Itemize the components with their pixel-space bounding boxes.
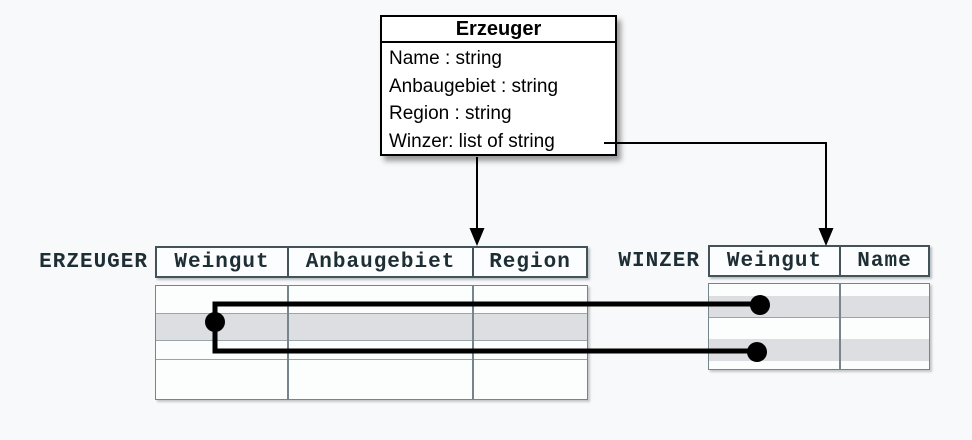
erzeuger-table-body [155, 285, 588, 400]
class-title: Erzeuger [382, 17, 615, 43]
class-attribute-winzer: Winzer: list of string [389, 130, 555, 152]
column-divider [839, 284, 841, 369]
class-attribute-region: Region : string [389, 103, 512, 124]
arrow-line-to-winzer [604, 142, 827, 230]
erzeuger-col-anbaugebiet: Anbaugebiet [289, 248, 474, 276]
winzer-table-label: WINZER [618, 249, 700, 273]
winzer-col-weingut: Weingut [710, 247, 841, 275]
erzeuger-col-weingut: Weingut [157, 248, 289, 276]
winzer-table-body [708, 283, 930, 370]
class-attribute-list: Name : string Anbaugebiet : string Regio… [382, 43, 615, 155]
erzeuger-table-header: Weingut Anbaugebiet Region [155, 246, 588, 278]
row-divider [156, 313, 587, 314]
arrowhead-to-winzer [818, 228, 834, 246]
row-divider [709, 317, 929, 318]
winzer-shaded-row [709, 296, 929, 317]
row-divider [156, 359, 587, 360]
erzeuger-col-region: Region [489, 250, 571, 274]
uml-class-box-erzeuger: Erzeuger Name : string Anbaugebiet : str… [380, 15, 617, 156]
winzer-shaded-row [709, 339, 929, 361]
erzeuger-shaded-row [156, 313, 587, 340]
winzer-col-name: Name [857, 249, 912, 273]
arrowhead-to-erzeuger [469, 228, 485, 246]
row-divider [156, 340, 587, 341]
column-divider [287, 286, 289, 399]
winzer-table-header: Weingut Name [708, 245, 930, 277]
class-attribute-anbaugebiet: Anbaugebiet : string [389, 75, 559, 97]
erzeuger-table-label: ERZEUGER [39, 250, 148, 274]
column-divider [472, 286, 474, 399]
class-attribute-name: Name : string [389, 48, 502, 69]
